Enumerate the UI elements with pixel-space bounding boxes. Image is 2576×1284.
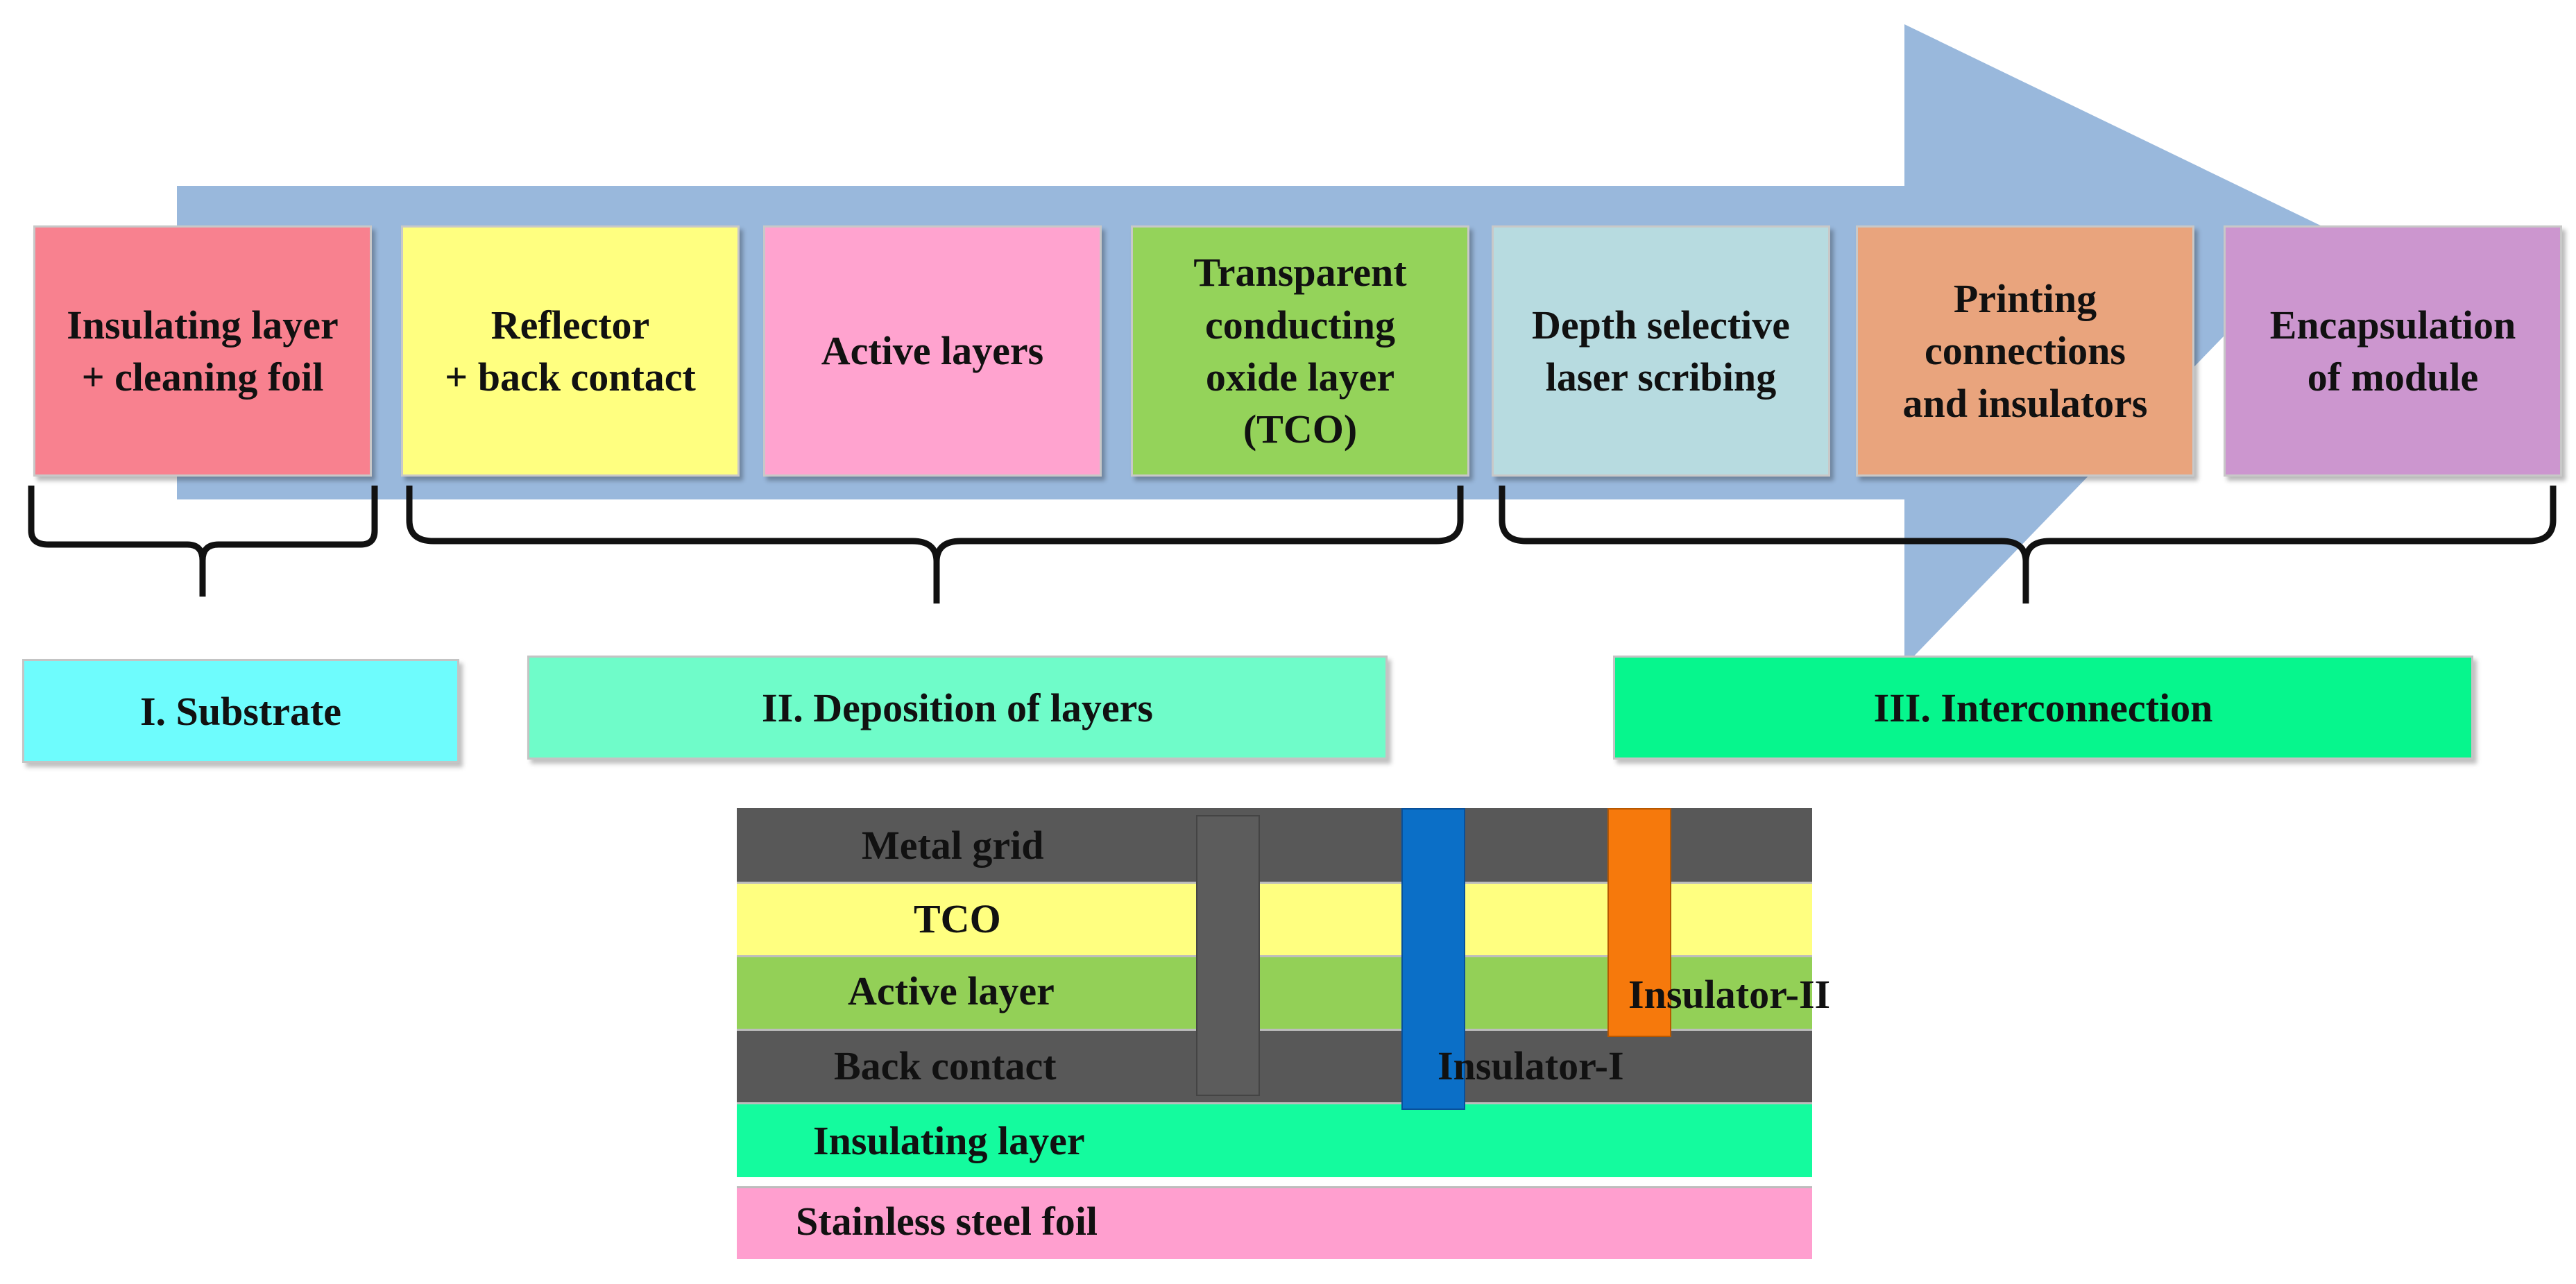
step-encapsulation: Encapsulation of module bbox=[2224, 225, 2562, 477]
brace-interconnection bbox=[1499, 486, 2557, 604]
brace-deposition bbox=[406, 486, 1464, 604]
label-tco: TCO bbox=[914, 896, 1001, 941]
metal-via bbox=[1196, 815, 1260, 1096]
label-active-layer: Active layer bbox=[848, 968, 1055, 1013]
insulator-1-bar bbox=[1401, 808, 1465, 1110]
layer-stainless-steel bbox=[737, 1186, 1812, 1259]
step-insulating-layer: Insulating layer + cleaning foil bbox=[33, 225, 372, 477]
layer-stack: Metal grid TCO Active layer Back contact… bbox=[737, 808, 1830, 1259]
step-laser-scribing: Depth selective laser scribing bbox=[1492, 225, 1830, 477]
insulator-2-bar bbox=[1607, 808, 1671, 1037]
phase-deposition: II. Deposition of layers bbox=[527, 656, 1388, 760]
label-back-contact: Back contact bbox=[834, 1043, 1057, 1088]
phase-substrate: I. Substrate bbox=[22, 659, 459, 763]
label-metal-grid: Metal grid bbox=[862, 823, 1044, 868]
phase-interconnection: III. Interconnection bbox=[1613, 656, 2473, 760]
label-insulating-layer: Insulating layer bbox=[813, 1118, 1085, 1163]
label-stainless-steel-foil: Stainless steel foil bbox=[796, 1199, 1098, 1244]
step-printing-connections: Printing connections and insulators bbox=[1856, 225, 2194, 477]
layer-insulating bbox=[737, 1102, 1812, 1177]
step-reflector: Reflector + back contact bbox=[401, 225, 740, 477]
layer-back-contact bbox=[737, 1029, 1812, 1102]
step-active-layers: Active layers bbox=[763, 225, 1102, 477]
brace-substrate bbox=[28, 486, 378, 597]
label-insulator-2: Insulator-II bbox=[1628, 972, 1831, 1017]
label-insulator-1: Insulator-I bbox=[1438, 1043, 1624, 1088]
step-tco: Transparent conducting oxide layer (TCO) bbox=[1131, 225, 1469, 477]
